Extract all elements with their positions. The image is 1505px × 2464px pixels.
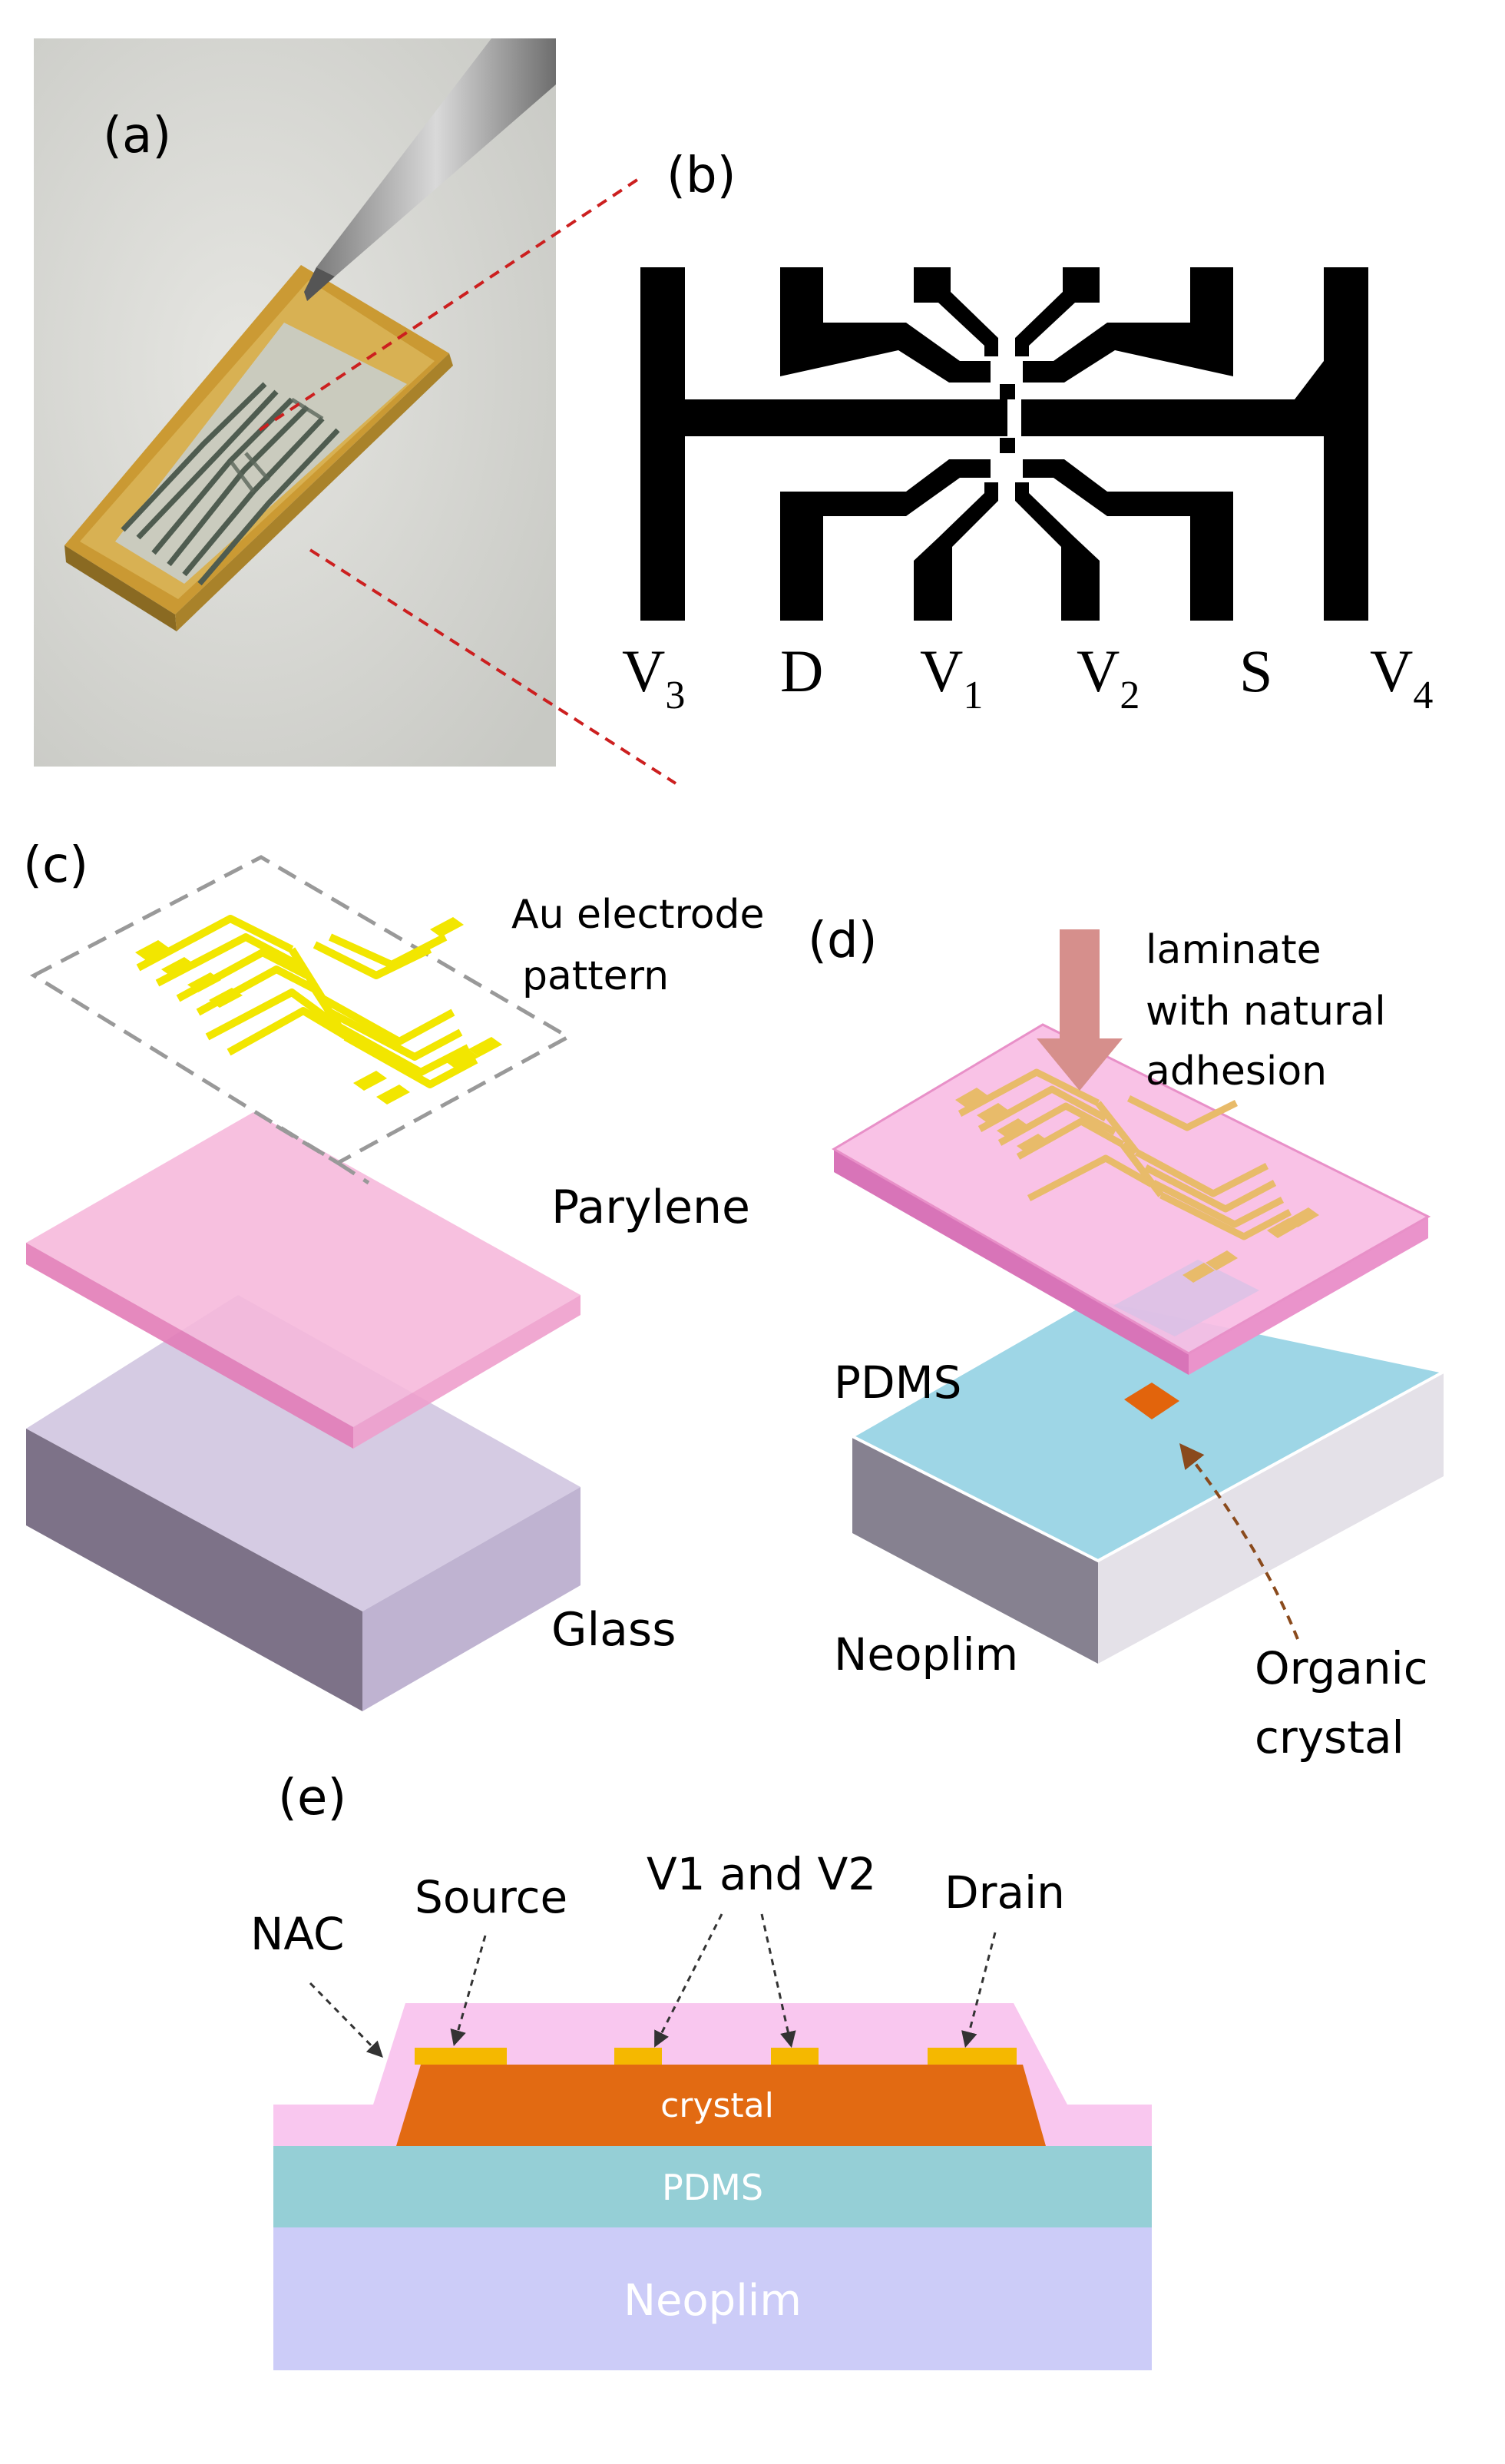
- label-v1: V1: [920, 638, 983, 717]
- tweezers: [316, 38, 556, 277]
- au-electrode-label-1: Au electrode: [511, 892, 765, 938]
- laminate-electrodes: [958, 1068, 1292, 1240]
- panel-d-lamination: (d): [808, 912, 1448, 1764]
- laminate-arrow: [1037, 929, 1123, 1091]
- panel-label-a: (a): [103, 108, 171, 164]
- neoplim-label-e: Neoplim: [624, 2276, 802, 2326]
- pdms-label-d: PDMS: [834, 1356, 962, 1409]
- parylene-sheet: [26, 1112, 580, 1449]
- organic-label-1: Organic: [1255, 1642, 1428, 1694]
- glass-label: Glass: [551, 1603, 676, 1657]
- section-electrodes: [415, 2048, 1017, 2065]
- electrode-pattern: [640, 267, 1368, 621]
- zoom-guide-lines: [258, 175, 677, 785]
- panel-e-cross-section: (e) crystal PDMS Neoplim NAC Source V1 a…: [250, 1770, 1152, 2370]
- label-v3: V3: [622, 638, 685, 717]
- laminate-sheet: [832, 1023, 1431, 1375]
- label-v2: V2: [1077, 638, 1140, 717]
- source-electrode: [415, 2048, 507, 2065]
- panel-label-e: (e): [278, 1770, 346, 1826]
- label-d: D: [780, 638, 823, 704]
- panel-label-c: (c): [23, 837, 88, 894]
- pdms-label-e: PDMS: [662, 2167, 763, 2208]
- neoplim-block: [848, 1296, 1448, 1664]
- electrode-labels: V3 D V1 V2 S V4: [622, 638, 1433, 717]
- drain-electrode: [928, 2048, 1017, 2065]
- panel-c-exploded-stack: (c): [23, 837, 765, 1711]
- device-photo: [64, 38, 556, 631]
- organic-label-2: crystal: [1255, 1711, 1404, 1764]
- laminate-label-3: adhesion: [1146, 1048, 1327, 1095]
- laminate-label-1: laminate: [1146, 927, 1321, 973]
- au-electrode-label-2: pattern: [522, 953, 669, 999]
- label-s: S: [1239, 638, 1272, 704]
- parylene-label: Parylene: [551, 1181, 750, 1234]
- pdms-layer: [273, 2146, 1152, 2227]
- neoplim-layer: [273, 2227, 1152, 2370]
- source-label: Source: [415, 1871, 567, 1923]
- laminate-label-2: with natural: [1146, 989, 1386, 1035]
- v1v2-label: V1 and V2: [647, 1848, 876, 1900]
- laminate-pads: [955, 1088, 1319, 1283]
- crystal-layer: [396, 2065, 1046, 2146]
- glass-block: [26, 1295, 580, 1711]
- au-electrode-pattern: [136, 915, 478, 1088]
- panel-a-photo: (a): [34, 38, 556, 767]
- panel-b-electrode-layout: (b): [622, 147, 1433, 717]
- neoplim-label-d: Neoplim: [834, 1628, 1018, 1681]
- au-pattern-frame: [29, 855, 573, 1185]
- v1-electrode: [614, 2048, 662, 2065]
- panel-label-b: (b): [666, 147, 736, 204]
- callout-arrows: [309, 1913, 997, 2058]
- organic-crystal: [1124, 1383, 1179, 1419]
- crystal-label: crystal: [660, 2086, 774, 2125]
- nac-label: NAC: [250, 1908, 345, 1960]
- v2-electrode: [771, 2048, 819, 2065]
- panel-label-d: (d): [808, 912, 878, 969]
- label-v4: V4: [1370, 638, 1433, 717]
- drain-label: Drain: [944, 1866, 1065, 1919]
- au-pads: [135, 917, 502, 1104]
